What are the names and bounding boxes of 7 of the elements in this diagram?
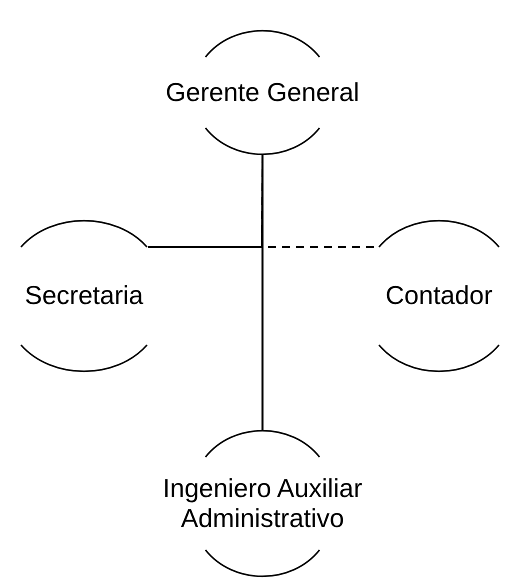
node-label: Ingeniero Auxiliar Administrativo <box>162 474 364 534</box>
node-label: Contador <box>386 281 492 311</box>
connector-line <box>262 155 264 430</box>
org-node <box>378 220 500 372</box>
org-node <box>20 220 148 372</box>
node-label: Secretaria <box>24 281 144 311</box>
node-label: Gerente General <box>166 78 360 108</box>
